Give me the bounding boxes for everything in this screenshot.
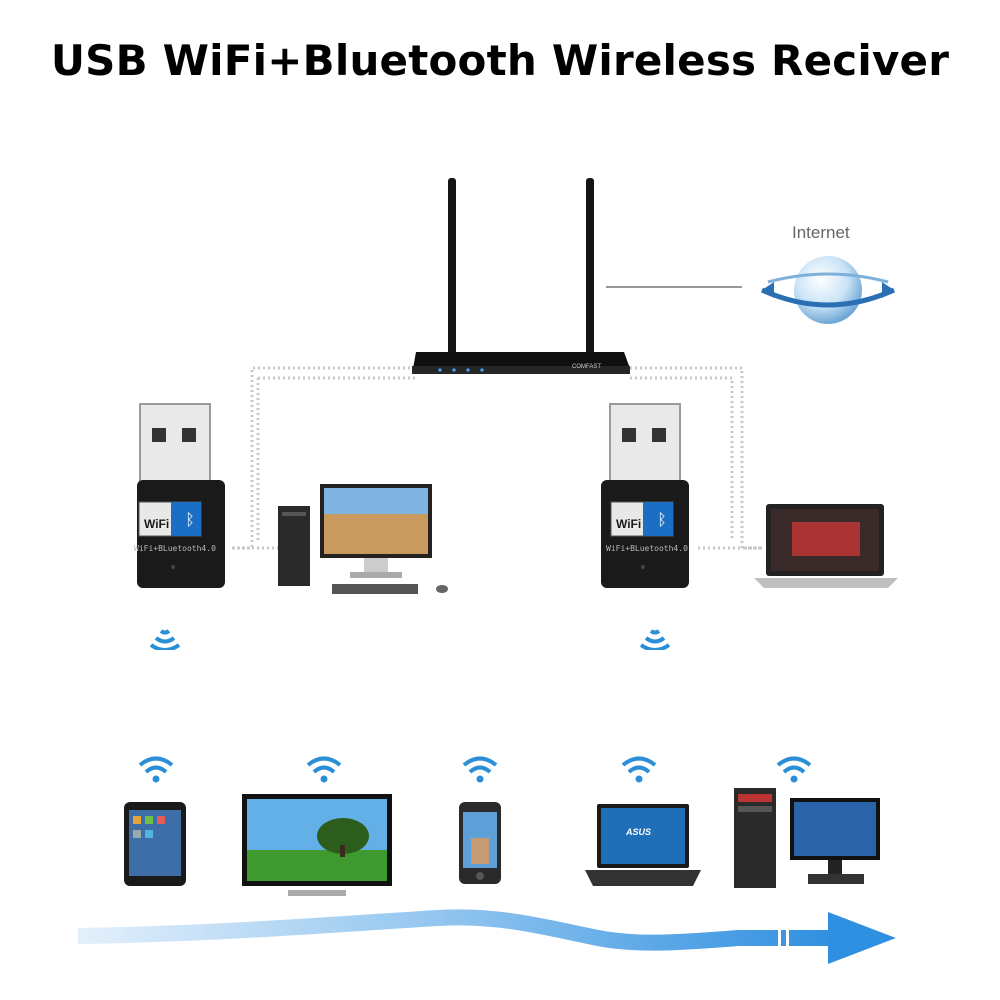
svg-text:ᛒ: ᛒ xyxy=(657,510,667,529)
wifi-icon-phone xyxy=(462,756,498,783)
laptop-image xyxy=(754,504,898,588)
dongle-left-model: WiFi+BLuetooth4.0 xyxy=(134,544,216,553)
router-brand: COMFAST xyxy=(572,364,602,370)
usb-dongle-left: ᛒ xyxy=(137,403,225,588)
flow-arrow xyxy=(78,909,896,964)
dongle-right-badge: WiFi xyxy=(616,517,642,531)
dongle-right-model: WiFi+BLuetooth4.0 xyxy=(606,544,688,553)
tablet-image xyxy=(124,802,186,886)
dongle-left-badge: WiFi xyxy=(144,517,170,531)
signal-icon-right xyxy=(639,629,671,650)
asus-brand: ASUS xyxy=(626,827,652,837)
desktop-pc-image xyxy=(278,484,448,594)
svg-text:ᛒ: ᛒ xyxy=(185,510,195,529)
page-title: USB WiFi+Bluetooth Wireless Reciver xyxy=(50,36,950,85)
internet-label: Internet xyxy=(792,223,850,242)
router-image xyxy=(412,178,630,374)
signal-icon-left xyxy=(149,629,181,650)
wifi-icon-tv xyxy=(306,756,342,783)
wifi-icon-desktop xyxy=(776,756,812,783)
usb-dongle-right: ᛒ xyxy=(601,403,689,588)
globe-icon xyxy=(760,256,896,324)
desktop-set-image xyxy=(734,788,880,888)
wifi-icon-laptop xyxy=(621,756,657,783)
tv-image xyxy=(242,794,392,896)
phone-image xyxy=(459,802,501,884)
asus-laptop-image xyxy=(585,804,701,886)
wifi-icon-tablet xyxy=(138,756,174,783)
